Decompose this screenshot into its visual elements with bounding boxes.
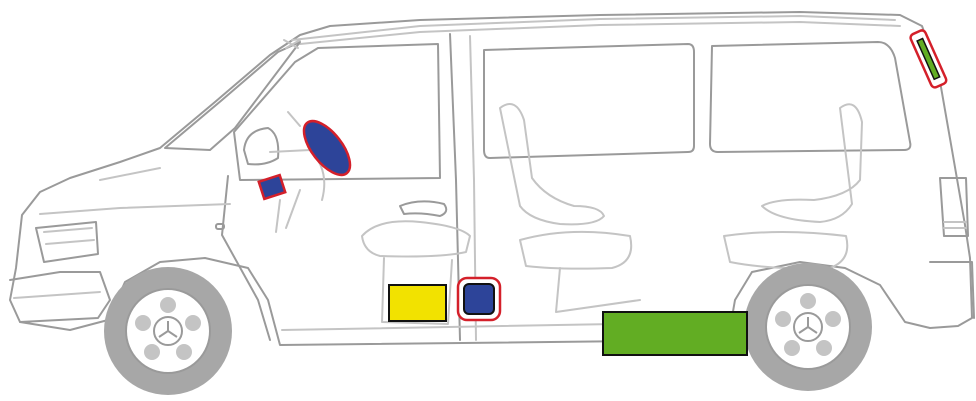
rear-bumper — [930, 262, 974, 318]
rear-side-window — [710, 42, 910, 152]
door-handle — [400, 201, 446, 216]
underbody-marker — [603, 312, 747, 355]
rear-wheel — [744, 263, 872, 391]
sliding-door-window — [484, 44, 694, 158]
rear-pillar-marker — [909, 29, 947, 88]
windshield — [165, 42, 300, 150]
front-wheel — [104, 267, 232, 395]
rear-seat — [762, 104, 862, 222]
dashboard-marker — [259, 175, 285, 199]
side-mirror — [244, 128, 278, 164]
middle-seat — [500, 104, 604, 224]
front-seat — [362, 221, 470, 256]
seat-base-marker — [389, 285, 446, 321]
steering-wheel-marker — [295, 114, 358, 183]
